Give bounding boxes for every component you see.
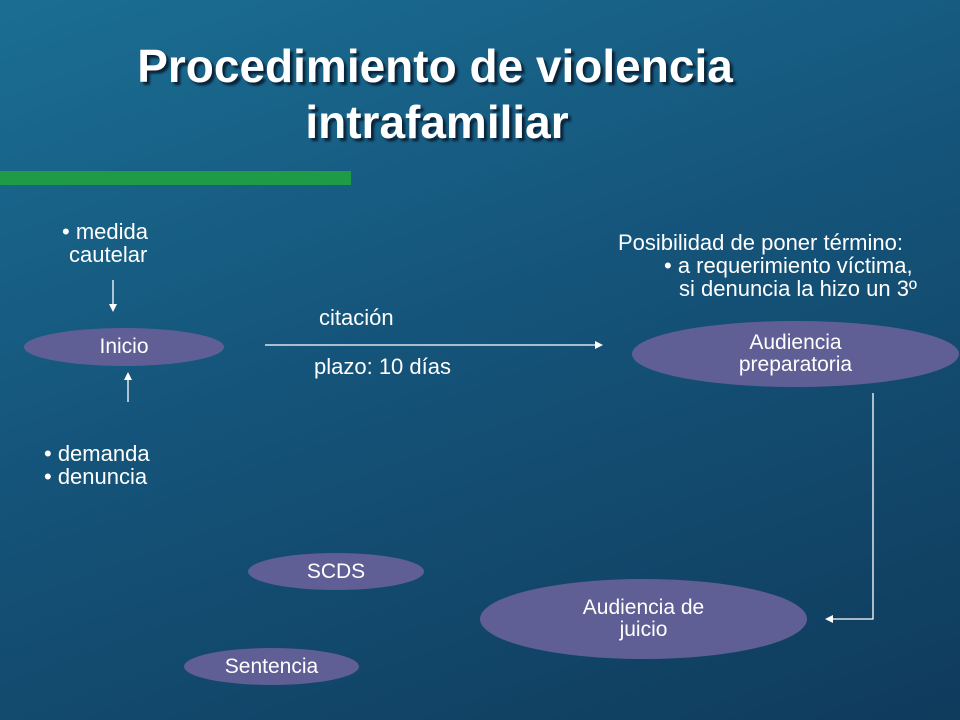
node-sentencia: Sentencia bbox=[184, 648, 359, 685]
demanda-bullet: • demanda bbox=[44, 441, 150, 466]
node-juicio-line2: juicio bbox=[619, 618, 668, 641]
title-line-2: intrafamiliar bbox=[305, 96, 569, 148]
note-line-1: • a requerimiento víctima, bbox=[664, 253, 913, 278]
label-citacion: citación bbox=[319, 305, 394, 330]
node-juicio-line1: Audiencia de bbox=[582, 596, 705, 619]
medida-cautelar-bullet: • medida bbox=[62, 219, 148, 244]
slide-title: Procedimiento de violencia intrafamiliar bbox=[0, 38, 870, 150]
node-audiencia-preparatoria: Audiencia preparatoria bbox=[632, 321, 959, 387]
node-preparatoria-line2: preparatoria bbox=[738, 353, 853, 376]
title-line-1: Procedimiento de violencia bbox=[137, 40, 733, 92]
node-audiencia-juicio: Audiencia de juicio bbox=[480, 579, 807, 659]
label-plazo: plazo: 10 días bbox=[314, 354, 451, 379]
node-inicio-label: Inicio bbox=[99, 335, 149, 358]
node-preparatoria-line1: Audiencia bbox=[749, 331, 842, 354]
medida-cautelar-line2: cautelar bbox=[69, 242, 148, 267]
title-underline-bar bbox=[0, 171, 351, 185]
note-line-2: si denuncia la hizo un 3º bbox=[679, 276, 917, 301]
denuncia-bullet: • denuncia bbox=[44, 464, 148, 489]
note-heading: Posibilidad de poner término: bbox=[618, 230, 903, 255]
node-sentencia-label: Sentencia bbox=[224, 654, 319, 678]
node-scds: SCDS bbox=[248, 553, 424, 590]
arrow-preparatoria-to-juicio bbox=[825, 393, 874, 623]
node-inicio: Inicio bbox=[24, 328, 224, 366]
node-scds-label: SCDS bbox=[306, 559, 366, 583]
